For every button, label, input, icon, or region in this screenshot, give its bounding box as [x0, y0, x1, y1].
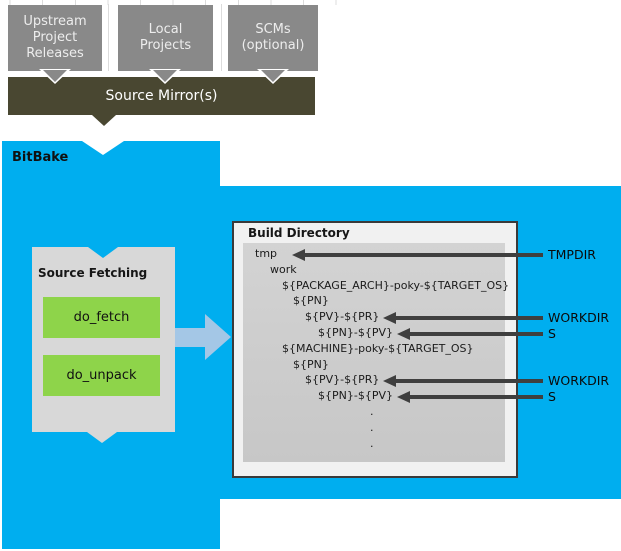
upstream-connector-tail: [43, 70, 67, 82]
scms-box: SCMs (optional): [228, 5, 318, 71]
do-unpack-label: do_unpack: [66, 368, 137, 383]
tree-item-pv-pr: ${PV}-${PR}: [305, 310, 380, 324]
tree-item-tmp: tmp: [255, 247, 278, 260]
tree-ellipsis-dot: .: [370, 420, 374, 434]
source-fetching-tail: [87, 432, 117, 443]
local-projects-box: Local Projects: [118, 5, 213, 71]
tmpdir-label: TMPDIR: [548, 247, 596, 262]
grid-line: [108, 4, 109, 71]
source-fetching-title: Source Fetching: [38, 266, 148, 280]
scms-connector-tail: [261, 70, 285, 82]
do-fetch-box: do_fetch: [43, 297, 160, 338]
tmpdir-arrowhead-icon: [292, 249, 305, 261]
s-label: S: [548, 389, 556, 404]
mirror-connector-tail: [92, 115, 116, 126]
workdir-arrow-line: [394, 316, 543, 320]
build-directory-title: Build Directory: [248, 226, 350, 240]
directory-tree: tmp work ${PACKAGE_ARCH}-poky-${TARGET_O…: [243, 243, 510, 462]
grid-line: [221, 4, 222, 71]
source-mirrors-label: Source Mirror(s): [105, 88, 218, 104]
scms-label: SCMs (optional): [241, 22, 305, 53]
flow-arrow-shaft: [175, 328, 206, 347]
s-arrowhead-icon: [397, 328, 410, 340]
s-label: S: [548, 326, 556, 341]
s-arrow-line: [408, 395, 543, 399]
tree-item-machine: ${MACHINE}-poky-${TARGET_OS}: [282, 341, 474, 355]
bitbake-region-notch: [82, 141, 124, 155]
local-connector-tail: [153, 70, 177, 82]
tree-item-pn: ${PN}: [293, 357, 329, 371]
source-fetching-notch: [88, 247, 118, 258]
tree-item-pn: ${PN}: [293, 294, 329, 308]
tree-ellipsis-dot: .: [370, 436, 374, 450]
flow-arrow-head-icon: [205, 314, 231, 360]
source-fetching-box: [32, 247, 175, 432]
workdir-arrowhead-icon: [383, 375, 396, 387]
tree-item-pn-pv: ${PN}-${PV}: [318, 389, 393, 403]
local-projects-label: Local Projects: [139, 22, 192, 53]
grid-ticks: [0, 0, 340, 5]
workdir-arrowhead-icon: [383, 312, 396, 324]
workdir-label: WORKDIR: [548, 373, 610, 388]
tree-ellipsis-dot: .: [370, 404, 374, 418]
tree-item-package-arch: ${PACKAGE_ARCH}-poky-${TARGET_OS}: [282, 278, 510, 292]
do-unpack-box: do_unpack: [43, 355, 160, 396]
bitbake-label: BitBake: [12, 150, 69, 165]
tmpdir-arrow-line: [303, 253, 543, 257]
s-arrowhead-icon: [397, 391, 410, 403]
workdir-arrow-line: [394, 379, 543, 383]
workdir-label: WORKDIR: [548, 310, 610, 325]
do-fetch-label: do_fetch: [73, 310, 130, 325]
tree-item-pv-pr: ${PV}-${PR}: [305, 373, 380, 387]
upstream-project-releases-label: Upstream Project Releases: [23, 14, 87, 61]
tree-item-pn-pv: ${PN}-${PV}: [318, 325, 393, 339]
s-arrow-line: [408, 332, 543, 336]
upstream-project-releases-box: Upstream Project Releases: [8, 5, 102, 71]
tree-item-work: work: [270, 262, 297, 276]
